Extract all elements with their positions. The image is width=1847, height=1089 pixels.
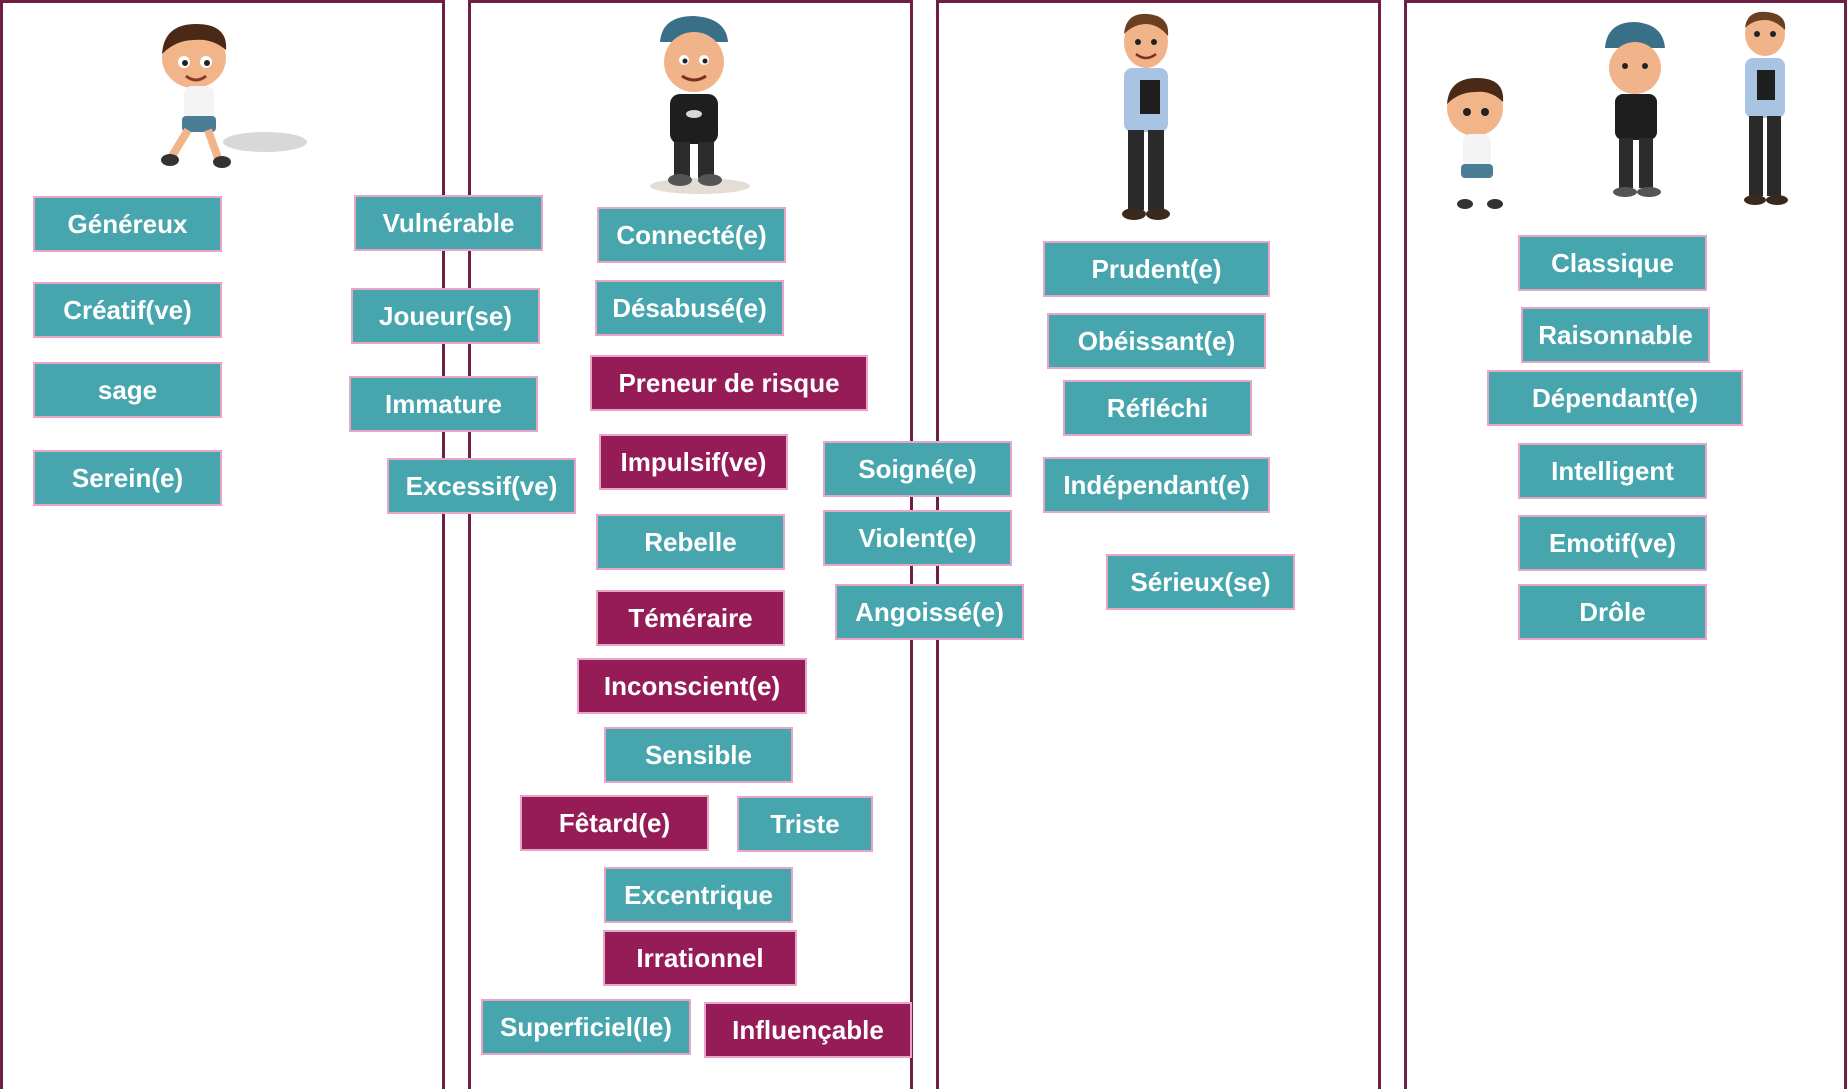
tag-influencable[interactable]: Influençable — [704, 1002, 912, 1058]
tag-fetard[interactable]: Fêtard(e) — [520, 795, 709, 851]
column-all — [1404, 0, 1847, 1089]
tag-classique[interactable]: Classique — [1518, 235, 1707, 291]
tag-obeissant[interactable]: Obéissant(e) — [1047, 313, 1266, 369]
tag-temeraire[interactable]: Téméraire — [596, 590, 785, 646]
tag-angoisse[interactable]: Angoissé(e) — [835, 584, 1024, 640]
adult-character-icon — [1122, 13, 1170, 220]
tag-emotif[interactable]: Emotif(ve) — [1518, 515, 1707, 571]
tag-impulsif[interactable]: Impulsif(ve) — [599, 434, 788, 490]
tag-genereux[interactable]: Généreux — [33, 196, 222, 252]
tag-serieux[interactable]: Sérieux(se) — [1106, 554, 1295, 610]
tag-immature[interactable]: Immature — [349, 376, 538, 432]
tag-preneur-de-risque[interactable]: Preneur de risque — [590, 355, 868, 411]
tag-reflechi[interactable]: Réfléchi — [1063, 380, 1252, 436]
tag-drole[interactable]: Drôle — [1518, 584, 1707, 640]
boy-character-icon — [161, 24, 307, 168]
tag-sensible[interactable]: Sensible — [604, 727, 793, 783]
tag-inconscient[interactable]: Inconscient(e) — [577, 658, 807, 714]
tag-irrationnel[interactable]: Irrationnel — [603, 930, 797, 986]
tag-excessif[interactable]: Excessif(ve) — [387, 458, 576, 514]
tag-serein[interactable]: Serein(e) — [33, 450, 222, 506]
tag-desabuse[interactable]: Désabusé(e) — [595, 280, 784, 336]
all-three-characters-icon — [1447, 11, 1788, 209]
tag-sage[interactable]: sage — [33, 362, 222, 418]
tag-violent[interactable]: Violent(e) — [823, 510, 1012, 566]
tag-connecte[interactable]: Connecté(e) — [597, 207, 786, 263]
tag-joueur[interactable]: Joueur(se) — [351, 288, 540, 344]
tag-prudent[interactable]: Prudent(e) — [1043, 241, 1270, 297]
tag-triste[interactable]: Triste — [737, 796, 873, 852]
tag-rebelle[interactable]: Rebelle — [596, 514, 785, 570]
tag-superficiel[interactable]: Superficiel(le) — [481, 999, 691, 1055]
teen-character-icon — [650, 16, 750, 194]
tag-raisonnable[interactable]: Raisonnable — [1521, 307, 1710, 363]
tag-vulnerable[interactable]: Vulnérable — [354, 195, 543, 251]
tag-dependant[interactable]: Dépendant(e) — [1487, 370, 1743, 426]
column-child — [0, 0, 445, 1089]
tag-excentrique[interactable]: Excentrique — [604, 867, 793, 923]
tag-independant[interactable]: Indépendant(e) — [1043, 457, 1270, 513]
tag-intelligent[interactable]: Intelligent — [1518, 443, 1707, 499]
tag-soigne[interactable]: Soigné(e) — [823, 441, 1012, 497]
tag-creatif[interactable]: Créatif(ve) — [33, 282, 222, 338]
